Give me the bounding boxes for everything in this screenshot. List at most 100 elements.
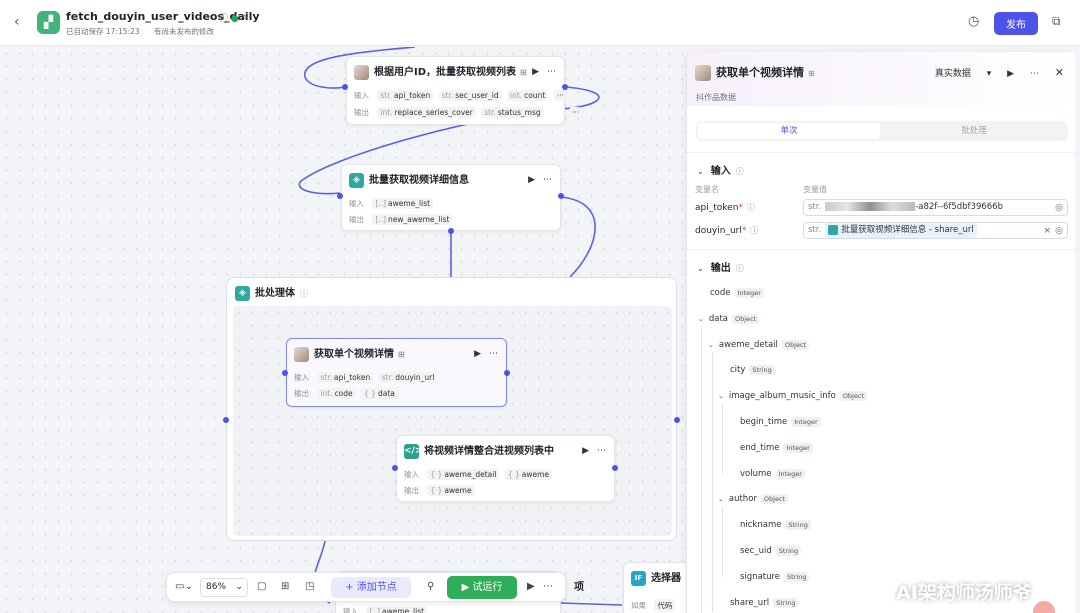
more-icon[interactable]: ⋯	[597, 446, 606, 456]
run-node-icon[interactable]: ▶	[474, 349, 481, 359]
info-icon[interactable]: ⓘ	[735, 167, 744, 176]
edit-icon[interactable]: ✎	[241, 14, 250, 24]
add-node-button[interactable]: + 添加节点	[331, 577, 411, 598]
node-output-port[interactable]	[612, 465, 618, 471]
node-title: 项	[574, 582, 584, 593]
node-title: 根据用户ID，批量获取视频列表	[374, 67, 517, 78]
type-badge: String	[749, 365, 775, 376]
chevron-down-icon[interactable]: ⌄	[718, 392, 724, 401]
node-output-port[interactable]	[558, 193, 564, 199]
back-icon[interactable]: ‹	[14, 14, 20, 30]
tree-line	[712, 352, 713, 612]
tab-batch[interactable]: 批处理	[961, 126, 987, 136]
run-node-icon[interactable]: ▶	[527, 581, 535, 592]
input-tag: str.douyin_url	[378, 372, 438, 383]
info-icon[interactable]: ⓘ	[735, 264, 744, 273]
run-node-icon[interactable]: ▶	[582, 446, 589, 456]
api-token-field[interactable]: str.-a82f--6f5dbf39666b◎	[803, 199, 1068, 216]
output-name: share_url	[730, 597, 770, 608]
workflow-icon: ▞	[37, 11, 60, 34]
node-batch-video-list[interactable]: 根据用户ID，批量获取视频列表⊞ ▶⋯ 输入 str.api_token str…	[346, 56, 583, 125]
node-input-port[interactable]	[392, 465, 398, 471]
node-input-port[interactable]	[282, 370, 288, 376]
run-node-icon[interactable]: ▶	[532, 67, 539, 77]
chevron-down-icon[interactable]: ⌄	[698, 314, 704, 323]
douyin-url-field[interactable]: str.批量获取视频详细信息 - share_url×◎	[803, 222, 1068, 239]
run-node-icon[interactable]: ▶	[1007, 69, 1015, 79]
data-mode-label: 真实数据	[934, 69, 971, 79]
zoom-select[interactable]: 86%⌄	[200, 578, 248, 597]
node-output-port[interactable]	[504, 370, 510, 376]
more-icon[interactable]: ⋯	[547, 67, 556, 77]
layers-icon: ◈	[235, 286, 250, 301]
panel-title[interactable]: 获取单个视频详情	[716, 66, 804, 79]
layers-icon: ◈	[349, 173, 364, 188]
variable-icon[interactable]: ◎	[1055, 203, 1063, 213]
info-icon[interactable]: ⓘ	[219, 14, 229, 24]
output-name: city	[730, 365, 746, 376]
minimap-icon[interactable]: ▭⌄	[175, 581, 193, 592]
group-input-port[interactable]	[223, 417, 229, 423]
close-icon[interactable]: ✕	[1054, 66, 1064, 79]
chevron-down-icon[interactable]: ⌄	[718, 495, 724, 504]
run-node-icon[interactable]: ▶	[528, 175, 535, 185]
reference-chip[interactable]: 批量获取视频详细信息 - share_url	[825, 223, 977, 238]
comment-icon[interactable]: ▢	[257, 581, 267, 592]
minimap-toggle-icon[interactable]: ◳	[305, 581, 315, 592]
variable-icon[interactable]: ◎	[1055, 226, 1063, 236]
info-icon[interactable]: ⓘ	[746, 203, 755, 212]
code-tag: 代码	[654, 599, 676, 612]
more-icon[interactable]: ⋯	[489, 349, 498, 359]
group-title: 批处理体	[255, 288, 295, 299]
top-bar: ‹ ▞ fetch_douyin_user_videos_daily ⓘ ● ✎…	[0, 0, 1080, 46]
test-run-button[interactable]: ▶ 试运行	[447, 576, 517, 599]
publish-button[interactable]: 发布	[994, 12, 1038, 35]
more-tag: ···	[569, 107, 583, 118]
node-header: </>将视频详情整合进视频列表中	[404, 444, 554, 460]
info-icon[interactable]: ⓘ	[750, 226, 759, 235]
layout-icon[interactable]: ⊞	[281, 581, 290, 592]
info-icon[interactable]: ⓘ	[300, 289, 308, 298]
debug-icon[interactable]: ⚲	[427, 581, 435, 592]
node-output-port[interactable]	[562, 84, 568, 90]
node-bottom-port[interactable]	[448, 228, 454, 234]
clear-icon[interactable]: ×	[1043, 226, 1051, 236]
check-circle-icon: ●	[230, 14, 239, 24]
input-tag: str.api_token	[317, 372, 374, 383]
more-icon[interactable]: ⋯	[543, 581, 553, 592]
group-output-port[interactable]	[674, 417, 680, 423]
more-icon[interactable]: ⋯	[543, 175, 552, 185]
node-input-port[interactable]	[337, 193, 343, 199]
history-icon[interactable]: ◷	[968, 14, 980, 29]
more-tag: ···	[553, 90, 567, 101]
node-single-video-detail[interactable]: 获取单个视频详情⊞ ▶⋯ 输入 str.api_token str.douyin…	[286, 338, 507, 407]
copy-icon[interactable]: ⧉	[1052, 14, 1061, 28]
tab-single[interactable]: 单次	[698, 123, 880, 139]
data-mode-select[interactable]: 真实数据 ▾	[922, 69, 991, 79]
workflow-canvas[interactable]: 根据用户ID，批量获取视频列表⊞ ▶⋯ 输入 str.api_token str…	[0, 47, 686, 613]
chevron-down-icon[interactable]: ⌄	[708, 340, 714, 349]
node-input-port[interactable]	[342, 84, 348, 90]
node-merge-detail[interactable]: </>将视频详情整合进视频列表中 ▶⋯ 输入 { }aweme_detail {…	[396, 435, 615, 502]
edge	[298, 86, 600, 195]
more-icon[interactable]: ⋯	[1029, 69, 1039, 79]
col-value-header: 变量值	[803, 185, 827, 194]
output-name: image_album_music_info	[728, 391, 836, 402]
type-badge: String	[784, 571, 810, 582]
type-badge: Integer	[734, 288, 764, 298]
param-name: api_token	[695, 203, 739, 213]
node-batch-video-detail[interactable]: ◈批量获取视频详细信息 ▶⋯ 输入 [..]aweme_list 输出 [..]…	[341, 164, 561, 231]
workflow-name[interactable]: fetch_douyin_user_videos_daily	[66, 10, 260, 23]
type-badge: Integer	[783, 442, 813, 453]
input-section-title: 输入	[710, 166, 731, 177]
input-tag: [..]aweme_list	[366, 606, 428, 613]
